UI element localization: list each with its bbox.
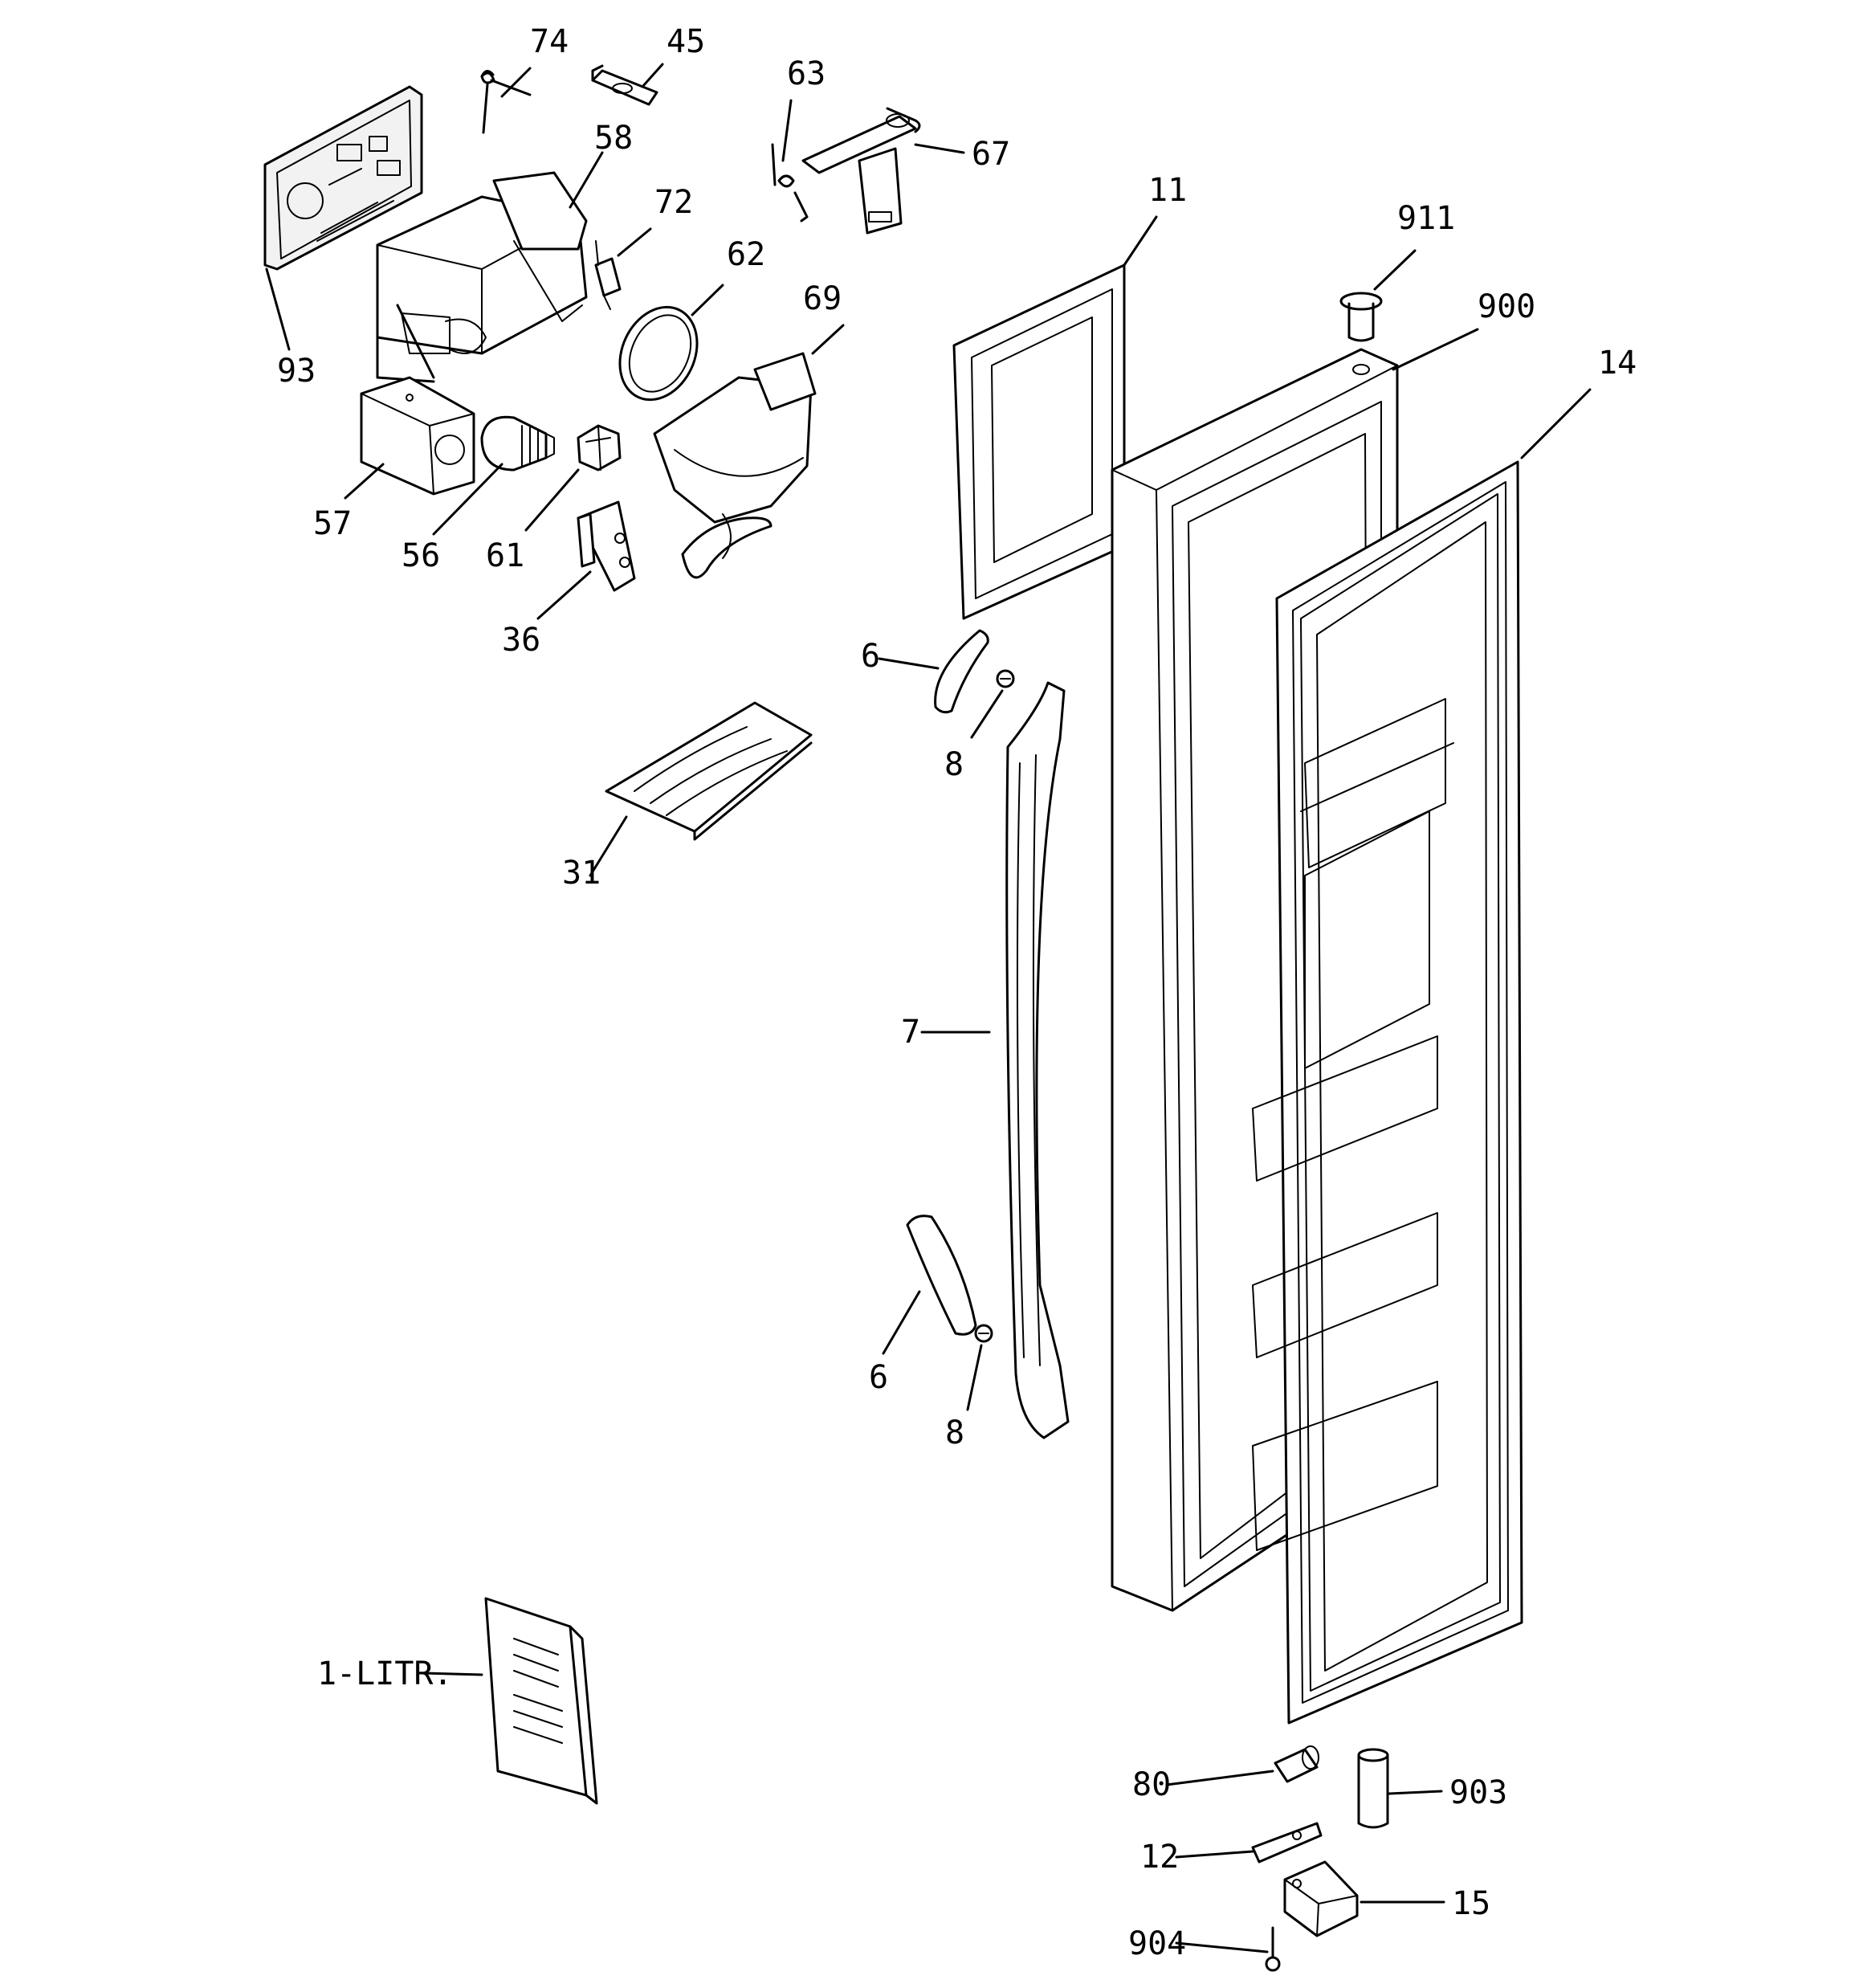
part-80-bushing <box>1274 1745 1319 1783</box>
callout-93: 93 <box>277 353 316 390</box>
callout-12: 12 <box>1140 1839 1179 1876</box>
callout-15: 15 <box>1452 1885 1490 1922</box>
part-58-dispenser-housing <box>376 171 588 383</box>
part-62-ring <box>618 305 699 402</box>
callout-8-top: 8 <box>944 746 964 783</box>
part-12-bracket <box>1251 1822 1323 1863</box>
leader-lines <box>265 63 1592 1953</box>
part-904-screw <box>1265 1926 1281 1972</box>
part-36-bracket <box>577 500 636 592</box>
part-14-gasket <box>1275 460 1523 1725</box>
part-31-drip-tray <box>605 701 813 841</box>
part-56-auger <box>480 415 555 471</box>
callout-69: 69 <box>803 280 842 317</box>
callout-904: 904 <box>1128 1925 1186 1962</box>
part-57-motor-housing <box>360 376 475 496</box>
part-69-chute <box>653 352 817 579</box>
part-11-door-frame <box>952 263 1126 620</box>
callout-62: 62 <box>727 236 765 273</box>
part-7-handle <box>1005 681 1070 1439</box>
callout-1-litr: 1-LITR. <box>317 1655 453 1692</box>
callout-74: 74 <box>530 23 569 60</box>
callout-6-top: 6 <box>861 638 880 675</box>
callout-900: 900 <box>1478 288 1535 325</box>
part-911-bushing <box>1339 292 1383 342</box>
callout-80: 80 <box>1132 1766 1171 1803</box>
part-8-screw-bottom <box>974 1324 993 1343</box>
part-67-hinge-bracket <box>801 107 921 235</box>
callout-11: 11 <box>1148 172 1187 209</box>
callout-903: 903 <box>1449 1774 1507 1811</box>
callout-63: 63 <box>787 55 826 92</box>
part-72-switch <box>594 240 622 310</box>
callout-7: 7 <box>901 1014 920 1051</box>
callout-61: 61 <box>486 537 524 574</box>
callout-6-bottom: 6 <box>869 1359 888 1396</box>
callout-8-bottom: 8 <box>945 1414 964 1451</box>
part-6-handle-cap-bottom <box>906 1214 977 1336</box>
part-8-screw-top <box>996 669 1015 688</box>
callout-58: 58 <box>594 120 633 157</box>
part-74-spring <box>480 70 532 134</box>
callout-31: 31 <box>562 855 601 892</box>
part-15-hinge <box>1283 1860 1359 1937</box>
part-1-litr-booklet <box>484 1597 598 1805</box>
callout-911: 911 <box>1397 200 1455 237</box>
callout-45: 45 <box>667 23 705 60</box>
part-63-spring <box>771 143 809 222</box>
part-6-handle-cap-top <box>934 629 989 714</box>
part-61-coupler <box>577 424 622 471</box>
callout-67: 67 <box>972 136 1010 173</box>
part-903-hinge-pin <box>1357 1748 1389 1829</box>
callout-72: 72 <box>654 184 693 221</box>
callout-14: 14 <box>1598 345 1637 382</box>
callout-56: 56 <box>402 537 440 574</box>
door-shelves <box>1252 698 1454 1551</box>
part-93-control-board <box>263 85 423 271</box>
callout-57: 57 <box>313 505 352 542</box>
part-45-bracket <box>591 64 658 106</box>
callout-36: 36 <box>502 622 540 659</box>
